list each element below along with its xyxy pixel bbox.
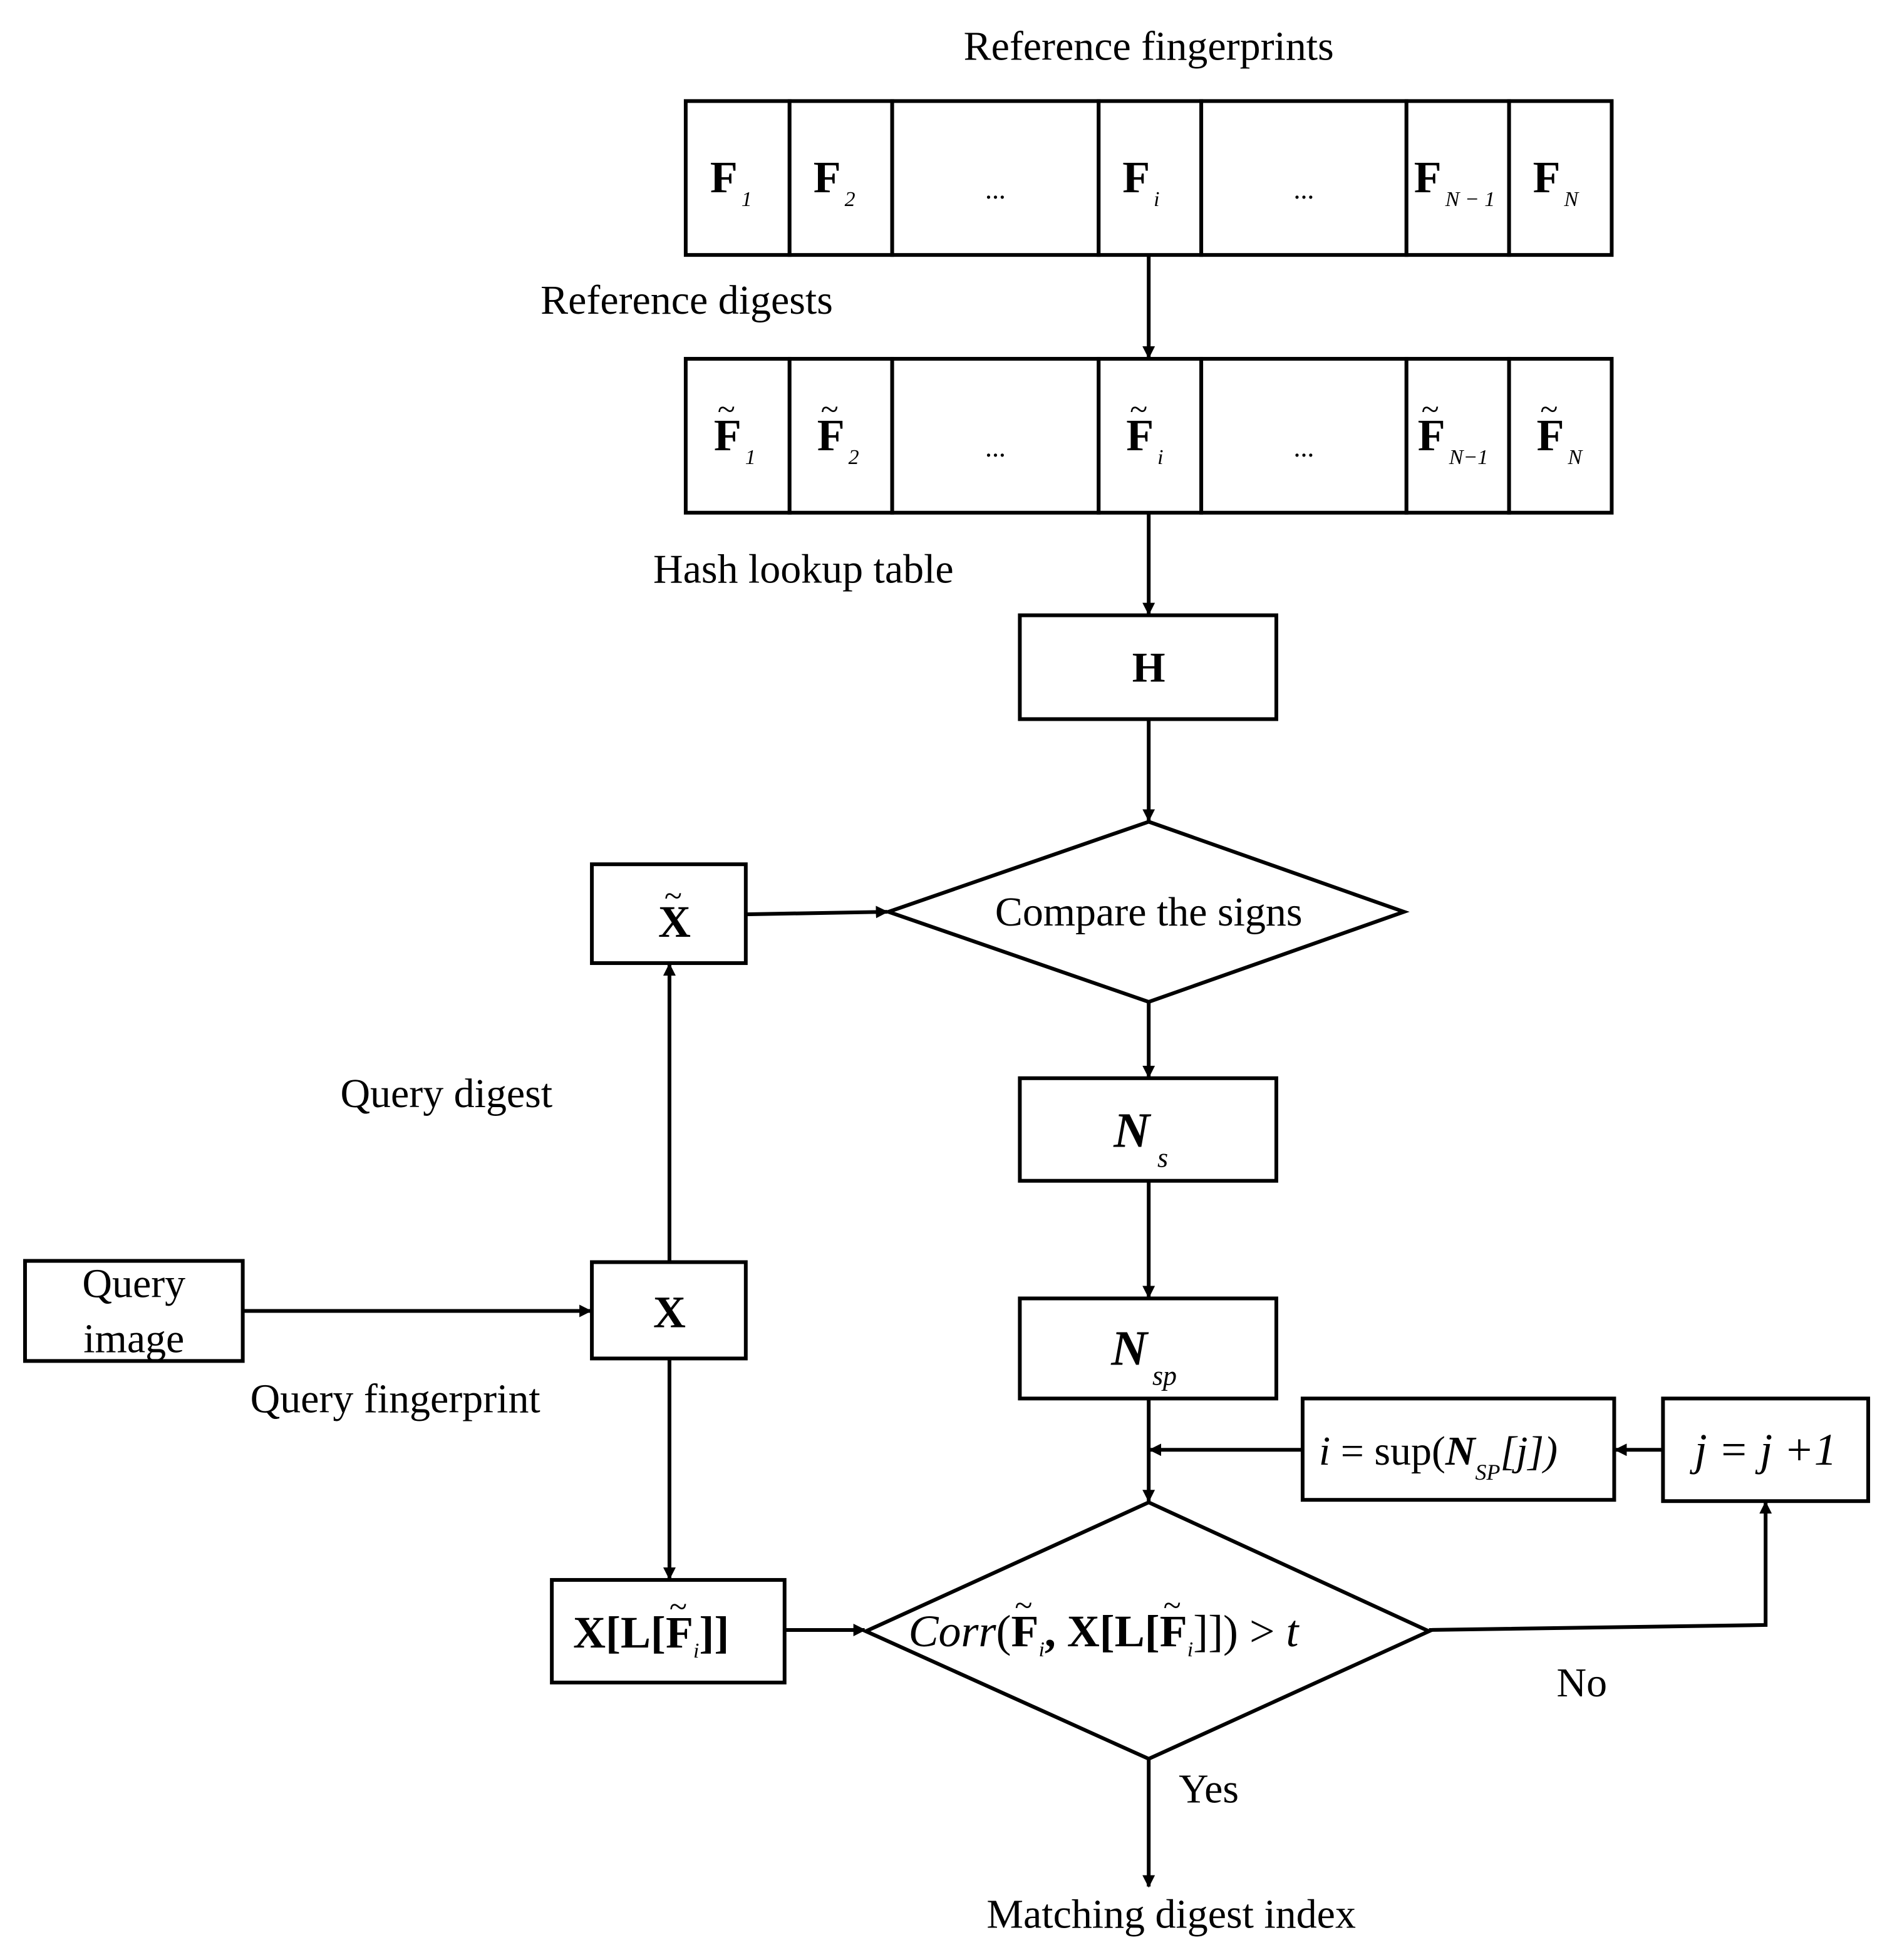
digest-symbol: ... bbox=[985, 432, 1006, 463]
fingerprint-symbol: ... bbox=[1293, 174, 1314, 205]
fingerprint-symbol: ... bbox=[985, 174, 1006, 205]
hash-label: H bbox=[1132, 643, 1165, 691]
compare-signs-decision: Compare the signs bbox=[882, 820, 1410, 1004]
lookup-node: X[L[~Fi]] bbox=[550, 1578, 787, 1684]
reference-digests-label: Reference digests bbox=[540, 277, 833, 323]
lookup-formula: X[L[~Fi]] bbox=[573, 1589, 729, 1663]
reference-fingerprints-label: Reference fingerprints bbox=[964, 23, 1334, 69]
connectors bbox=[242, 255, 1772, 1888]
arrow-no-to-j bbox=[1429, 1501, 1772, 1632]
update-j-node: j = j +1 bbox=[1661, 1396, 1871, 1504]
update-j-formula: j = j +1 bbox=[1690, 1425, 1837, 1475]
update-i-node: i = sup(NSP[j]) bbox=[1300, 1396, 1616, 1502]
digest-symbol: ... bbox=[1293, 432, 1314, 463]
query-image-line2: image bbox=[83, 1316, 184, 1361]
digest-cell: ... bbox=[1199, 356, 1408, 515]
correlation-formula: Corr(~Fi, X[L[~Fi]]) > t bbox=[909, 1588, 1300, 1661]
query-digest-symbol: ~X bbox=[658, 879, 691, 947]
hash-lookup-table-label: Hash lookup table bbox=[653, 547, 954, 592]
hash-table-node: H bbox=[1018, 613, 1278, 721]
query-digest-label: Query digest bbox=[340, 1071, 552, 1117]
correlation-decision: Corr(~Fi, X[L[~Fi]]) > t bbox=[861, 1500, 1434, 1761]
fingerprint-cell: ... bbox=[890, 99, 1101, 257]
fingerprint-cell: ... bbox=[1199, 99, 1408, 257]
compare-label: Compare the signs bbox=[995, 889, 1303, 935]
no-label: No bbox=[1557, 1660, 1608, 1706]
yes-label: Yes bbox=[1179, 1767, 1239, 1812]
arrow-xtilde-to-compare bbox=[745, 905, 889, 919]
digest-cell: ... bbox=[890, 356, 1101, 515]
matching-digest-index-label: Matching digest index bbox=[986, 1892, 1356, 1937]
query-fingerprint-node: X bbox=[590, 1260, 748, 1361]
query-fingerprint-symbol: X bbox=[653, 1287, 686, 1337]
query-image-node: Query image bbox=[23, 1259, 245, 1363]
update-i-formula: i = sup(NSP[j]) bbox=[1319, 1428, 1558, 1485]
query-digest-node: ~X bbox=[590, 862, 748, 966]
query-fingerprint-label: Query fingerprint bbox=[251, 1376, 540, 1421]
query-image-line1: Query bbox=[82, 1261, 185, 1306]
